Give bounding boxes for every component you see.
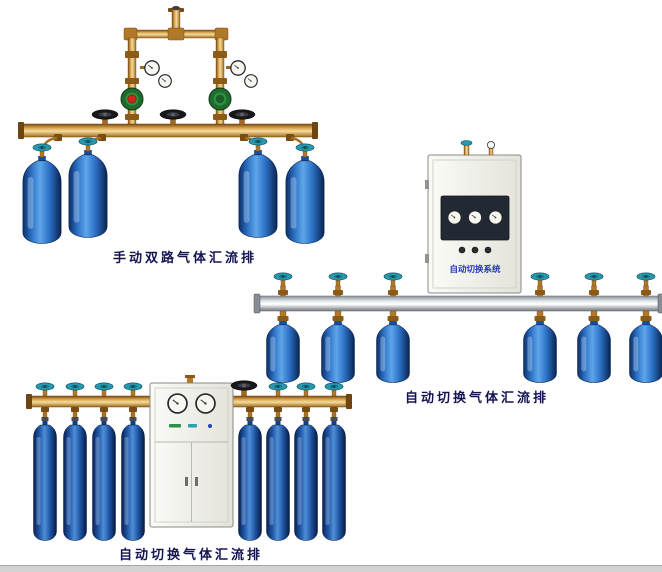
header-shutoff-valve: [228, 109, 256, 125]
gas-cylinder: [22, 156, 62, 244]
pressure-regulator-right: [208, 87, 232, 111]
station-valve: [530, 272, 550, 286]
control-cabinet: 自动切换系统: [425, 140, 522, 294]
station-valve: [273, 272, 293, 286]
header-shutoff-valve: [230, 380, 258, 396]
cabinet-knob: [484, 246, 492, 254]
figure-manual-dual-manifold: [18, 6, 325, 244]
cylinder-station: [629, 272, 662, 383]
cabinet-gauge-icon: [167, 393, 188, 414]
cylinder-station: [266, 272, 300, 383]
door-handle: [195, 477, 198, 486]
pressure-gauge-icon: [244, 74, 258, 88]
cylinder-station: [322, 406, 346, 541]
cylinder-valve: [32, 143, 52, 157]
figure-auto-switch-wall-manifold: 自动切换系统: [253, 140, 662, 383]
top-valve: [460, 140, 473, 146]
gas-cylinder: [523, 321, 557, 383]
station-valve: [65, 382, 85, 396]
indicator-mark: [208, 424, 212, 428]
cylinder-station: [523, 272, 557, 383]
cabinet-knob: [471, 246, 479, 254]
cabinet-gauge-icon: [195, 393, 216, 414]
bottom-border-strip: [0, 565, 662, 572]
gas-cylinder: [376, 321, 410, 383]
gas-cylinder: [121, 421, 145, 541]
cabinet-label: 自动切换系统: [449, 264, 501, 274]
door-handle: [185, 477, 188, 486]
pressure-regulator-left: [120, 87, 144, 111]
header-shutoff-valve: [159, 109, 187, 125]
manifold-pipe: [253, 293, 662, 314]
cylinder-station: [376, 272, 410, 383]
pressure-gauge-icon: [158, 74, 172, 88]
station-valve: [584, 272, 604, 286]
cylinder-valve: [78, 137, 98, 151]
top-gauge-icon: [486, 141, 495, 149]
station-valve: [35, 382, 55, 396]
cylinder-station: [238, 406, 262, 541]
figure-auto-switch-cabinet-manifold: [26, 375, 352, 541]
indicator-mark: [169, 424, 181, 428]
supply-piping: [123, 6, 229, 127]
cabinet-hinge: [425, 254, 429, 263]
station-valve: [636, 272, 656, 286]
station-valve: [268, 382, 288, 396]
cabinet-gauge-icon: [488, 210, 503, 225]
gas-cylinder: [92, 421, 116, 541]
station-valve: [296, 382, 316, 396]
cylinder-station: [266, 406, 290, 541]
header-shutoff-valve: [91, 109, 119, 125]
gas-cylinder: [577, 321, 611, 383]
caption-manual-dual-manifold: 手动双路气体汇流排: [112, 250, 257, 265]
caption-auto-switch-wall-manifold: 自动切换气体汇流排: [404, 390, 549, 405]
gas-cylinder: [238, 421, 262, 541]
control-cabinet: [149, 375, 234, 528]
regulator-gauges: [140, 60, 258, 88]
gas-cylinder: [68, 150, 108, 238]
station-valve: [324, 382, 344, 396]
gas-cylinder: [33, 421, 57, 541]
cabinet-gauge-icon: [467, 210, 483, 225]
cylinder-station: [63, 406, 87, 541]
gas-cylinder: [266, 421, 290, 541]
gas-cylinder: [629, 321, 662, 383]
station-valve: [328, 272, 348, 286]
cabinet-knob: [458, 246, 466, 254]
station-valve: [94, 382, 114, 396]
cylinder-station: [33, 406, 57, 541]
gas-cylinder: [294, 421, 318, 541]
pressure-gauge-icon: [230, 60, 246, 76]
station-valve: [123, 382, 143, 396]
gas-cylinder: [322, 421, 346, 541]
cylinder-station: [577, 272, 611, 383]
caption-auto-switch-cabinet-manifold: 自动切换气体汇流排: [118, 547, 263, 562]
cabinet-hinge: [425, 180, 429, 189]
gas-cylinder: [63, 421, 87, 541]
cylinder-station: [294, 406, 318, 541]
cylinder-station: [321, 272, 355, 383]
station-valve: [383, 272, 403, 286]
indicator-mark: [188, 424, 197, 428]
cabinet-gauge-icon: [447, 210, 462, 225]
cylinder-station: [121, 406, 145, 541]
pressure-gauge-icon: [144, 60, 160, 76]
top-valve-knob: [172, 6, 180, 10]
cylinder-station: [92, 406, 116, 541]
